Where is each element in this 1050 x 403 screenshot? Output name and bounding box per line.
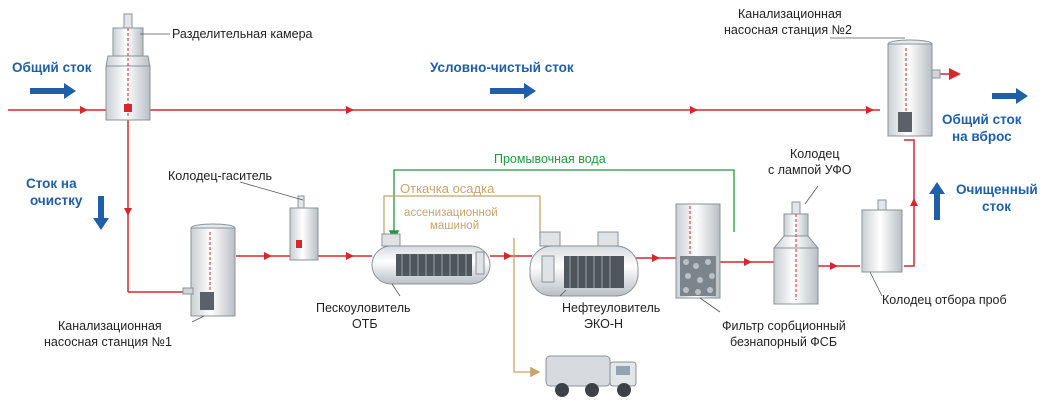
flow-conditionally-clean: Условно-чистый сток — [430, 60, 574, 75]
pipe-arrows — [80, 106, 918, 270]
flow-to-treatment-line2: очистку — [30, 193, 83, 208]
arrow-to-eko — [504, 252, 512, 260]
label-damper-well: Колодец-гаситель — [168, 169, 272, 183]
arrow-up-purified-icon — [929, 182, 945, 220]
label-separation-chamber: Разделительная камера — [172, 27, 313, 41]
label-sand-trap-line2: ОТБ — [352, 317, 378, 331]
wash-water-line — [388, 169, 735, 241]
leader-lines — [140, 33, 905, 323]
label-truck-line2: машиной — [430, 220, 479, 232]
flow-to-treatment-line1: Сток на — [26, 176, 77, 191]
oil-trap-eko — [529, 231, 639, 297]
label-filter-line1: Фильтр сорбционный — [722, 319, 846, 333]
arrow-inflow — [80, 106, 88, 114]
arrow-clean-icon — [490, 83, 536, 99]
arrow-bypass-2 — [690, 106, 698, 114]
arrow-total-inflow-icon — [30, 83, 76, 99]
uv-lamp-well — [772, 201, 820, 305]
arrow-to-filter — [652, 254, 660, 262]
flow-discharge-line1: Общий сток — [942, 112, 1022, 127]
label-oil-trap-line2: ЭКО-Н — [584, 317, 623, 331]
arrow-up — [910, 198, 918, 206]
arrow-down-treatment-icon — [93, 196, 109, 230]
pump-station-2 — [887, 39, 941, 137]
flow-purified-line1: Очищенный — [956, 182, 1038, 197]
label-filter-line2: безнапорный ФСБ — [730, 335, 837, 349]
arrow-to-otb — [346, 252, 354, 260]
flow-arrows — [30, 83, 1028, 230]
arrow-to-damper — [264, 252, 272, 260]
arrow-down — [124, 208, 132, 216]
flow-total-inflow: Общий сток — [12, 60, 92, 75]
flow-discharge-line2: на вброс — [952, 129, 1012, 144]
arrow-to-sampling — [830, 262, 838, 270]
label-ps1-line2: насосная станция №1 — [44, 335, 172, 349]
label-ps1-line1: Канализационная — [58, 319, 162, 333]
label-wash-water: Промывочная вода — [494, 152, 606, 166]
label-uv-line2: с лампой УФО — [768, 163, 852, 177]
sampling-well — [861, 199, 903, 273]
arrow-to-uv — [744, 258, 752, 266]
arrow-bypass-1 — [346, 106, 354, 114]
sludge-line — [383, 195, 541, 378]
label-ps2-line1: Канализационная — [738, 7, 842, 21]
flow-purified-line2: сток — [982, 199, 1011, 214]
sewage-truck-icon — [545, 355, 637, 397]
arrow-bypass-3 — [866, 106, 874, 114]
sand-trap-otb — [371, 233, 491, 285]
label-oil-trap-line1: Нефтеуловитель — [562, 301, 660, 315]
label-sampling-well: Колодец отбора проб — [882, 293, 1007, 307]
label-truck-line1: ассенизационной — [404, 207, 498, 219]
filter-fsb — [675, 203, 721, 299]
damper-well — [289, 195, 319, 261]
label-ps2-line2: насосная станция №2 — [724, 23, 852, 37]
label-sludge-pumping: Откачка осадка — [400, 181, 495, 196]
label-sand-trap-line1: Пескоуловитель — [316, 301, 411, 315]
pump-station-1 — [182, 223, 236, 317]
arrow-discharge-icon — [992, 88, 1028, 104]
separation-chamber — [105, 13, 151, 121]
label-uv-line1: Колодец — [790, 147, 839, 161]
